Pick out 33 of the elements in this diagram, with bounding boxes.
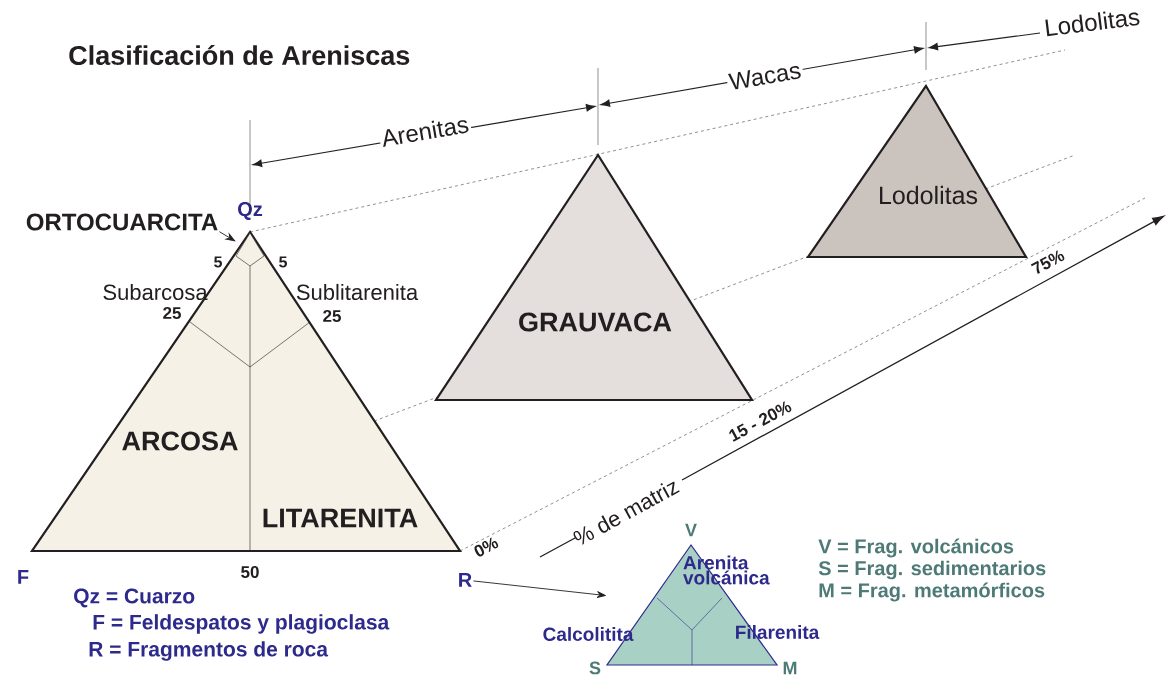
vertex-label: 50 xyxy=(241,565,259,578)
title: Clasificación de Areniscas xyxy=(69,44,410,66)
percent-label: 25 xyxy=(163,307,181,319)
field-label: Subarcosa xyxy=(103,283,208,301)
key-text: R = Fragmentos de roca xyxy=(89,641,329,661)
leader-line xyxy=(219,231,236,242)
key-text: Qz = Cuarzo xyxy=(74,588,195,608)
field-label: Sublitarenita xyxy=(296,283,419,301)
rock-label: R xyxy=(459,573,472,587)
region-label: LITARENITA xyxy=(263,508,418,528)
region-label: ARCOSA xyxy=(122,431,238,451)
key-text: V = Frag. volcánicos xyxy=(818,538,1014,558)
arrow xyxy=(473,580,606,599)
callout-label: ORTOCUARCITA xyxy=(26,213,218,231)
percent-label: 5 xyxy=(279,256,287,268)
range-label: Lodolitas xyxy=(1041,5,1143,39)
key-text: M = Frag. metamórficos xyxy=(819,582,1045,602)
range-label: Wacas xyxy=(725,59,805,93)
key-text: F = Feldespatos y plagioclasa xyxy=(93,614,390,634)
percent-label: 15 - 20% xyxy=(729,401,792,442)
percent-label: 0% xyxy=(474,537,499,557)
region-label: Lodolitas xyxy=(880,185,978,205)
vertex-label: M xyxy=(783,661,797,675)
key-text: S = Frag. sedimentarios xyxy=(818,560,1046,580)
vertex-label: Qz xyxy=(238,202,263,220)
percent-label: 25 xyxy=(323,310,341,322)
top-region xyxy=(235,232,265,267)
vertex-label: S xyxy=(589,661,601,675)
vertex-label: F xyxy=(18,570,29,584)
percent-label: 75% xyxy=(1030,250,1065,274)
range-label: Arenitas xyxy=(377,112,473,150)
region-label: GRAUVACA xyxy=(519,312,672,332)
vertex-label: V xyxy=(685,523,697,537)
